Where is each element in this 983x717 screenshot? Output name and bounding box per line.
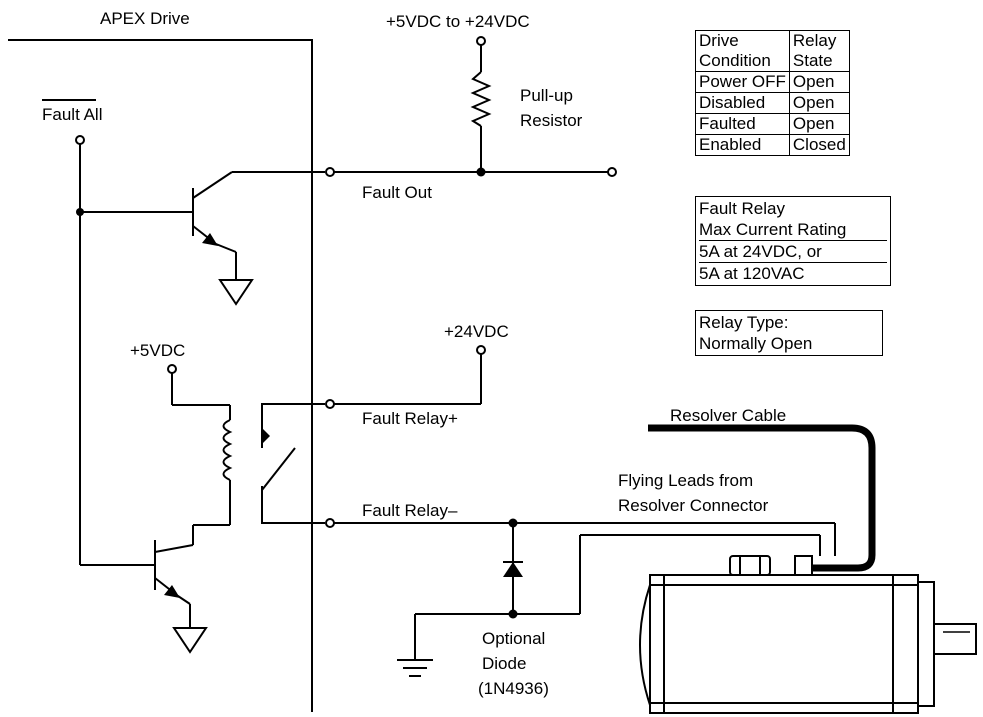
fault-relay-rating-box: Fault Relay Max Current Rating 5A at 24V… xyxy=(695,196,891,286)
table-header-row: Drive Condition Relay State xyxy=(695,30,850,72)
fault-relay-plus-terminal xyxy=(325,399,335,409)
relay-type-line: Normally Open xyxy=(699,334,813,353)
rating-line: 5A at 24VDC, or xyxy=(699,241,887,263)
diode-label-line1: Optional xyxy=(482,629,545,648)
rating-line: Fault Relay xyxy=(699,199,785,218)
emitter-arrow-2 xyxy=(164,585,180,598)
supply-5v-terminal xyxy=(167,364,177,374)
motor-shaft xyxy=(933,623,977,655)
relay-driver-transistor xyxy=(154,540,194,597)
relay-contact-tab xyxy=(262,428,270,444)
diode-label-line3: (1N4936) xyxy=(478,679,549,698)
pullup-label-line1: Pull-up xyxy=(520,86,573,105)
pullup-supply-terminal xyxy=(476,36,486,46)
emitter-arrow-1 xyxy=(202,233,218,246)
output-transistor xyxy=(192,171,233,245)
supply-24v-terminal xyxy=(476,345,486,355)
rating-line: 5A at 120VAC xyxy=(699,264,805,283)
table-row: Faulted Open xyxy=(695,113,850,135)
resolver-cable-label: Resolver Cable xyxy=(670,406,786,425)
pullup-resistor xyxy=(470,71,492,127)
diode-triangle xyxy=(503,562,523,577)
fault-out-label: Fault Out xyxy=(362,183,432,202)
relay-contact-lower xyxy=(261,486,325,524)
motor-flange xyxy=(917,581,935,707)
drive-boundary xyxy=(8,39,313,712)
fault-all-terminal xyxy=(75,135,85,145)
supply-24v-label: +24VDC xyxy=(444,322,509,341)
table-header-state: Relay State xyxy=(788,30,850,72)
fault-all-label: Fault All xyxy=(42,105,102,124)
drive-title: APEX Drive xyxy=(100,9,190,28)
flying-leads-label-line1: Flying Leads from xyxy=(618,471,753,490)
junction-diode-top xyxy=(508,518,518,528)
relay-type-box: Relay Type: Normally Open xyxy=(695,310,883,356)
junction-fault-all xyxy=(76,208,84,216)
resolver-cable xyxy=(648,424,876,572)
fault-relay-plus-label: Fault Relay+ xyxy=(362,409,458,428)
pullup-label-line2: Resistor xyxy=(520,111,583,130)
ground-symbol-2 xyxy=(172,627,208,654)
table-row: Disabled Open xyxy=(695,92,850,114)
fault-out-terminal xyxy=(325,167,335,177)
junction-diode-bottom xyxy=(508,609,518,619)
table-row: Enabled Closed xyxy=(695,134,850,156)
fault-relay-minus-terminal xyxy=(325,518,335,528)
relay-contact-upper xyxy=(261,403,325,448)
rating-line: Max Current Rating xyxy=(699,219,887,241)
cable-gland xyxy=(794,555,813,576)
fault-relay-minus-label: Fault Relay– xyxy=(362,501,458,520)
motor-body xyxy=(649,574,919,714)
diode-label-line2: Diode xyxy=(482,654,526,673)
motor xyxy=(639,555,977,714)
relay-state-table: Drive Condition Relay State Power OFF Op… xyxy=(695,30,850,156)
table-header-condition: Drive Condition xyxy=(695,30,790,72)
relay-type-line: Relay Type: xyxy=(699,313,789,332)
table-row: Power OFF Open xyxy=(695,71,850,93)
fault-out-far-terminal xyxy=(607,167,617,177)
relay-switch-blade xyxy=(261,447,296,491)
earth-ground-symbol xyxy=(397,659,433,677)
relay-coil xyxy=(222,419,233,481)
supply-5v-label: +5VDC xyxy=(130,341,185,360)
resolver-connector xyxy=(729,555,771,576)
ground-symbol-1 xyxy=(218,279,254,306)
junction-fault-out xyxy=(476,167,486,177)
motor-front-bell xyxy=(639,584,651,706)
supply-range-label: +5VDC to +24VDC xyxy=(386,12,530,31)
flying-leads-label-line2: Resolver Connector xyxy=(618,496,769,515)
